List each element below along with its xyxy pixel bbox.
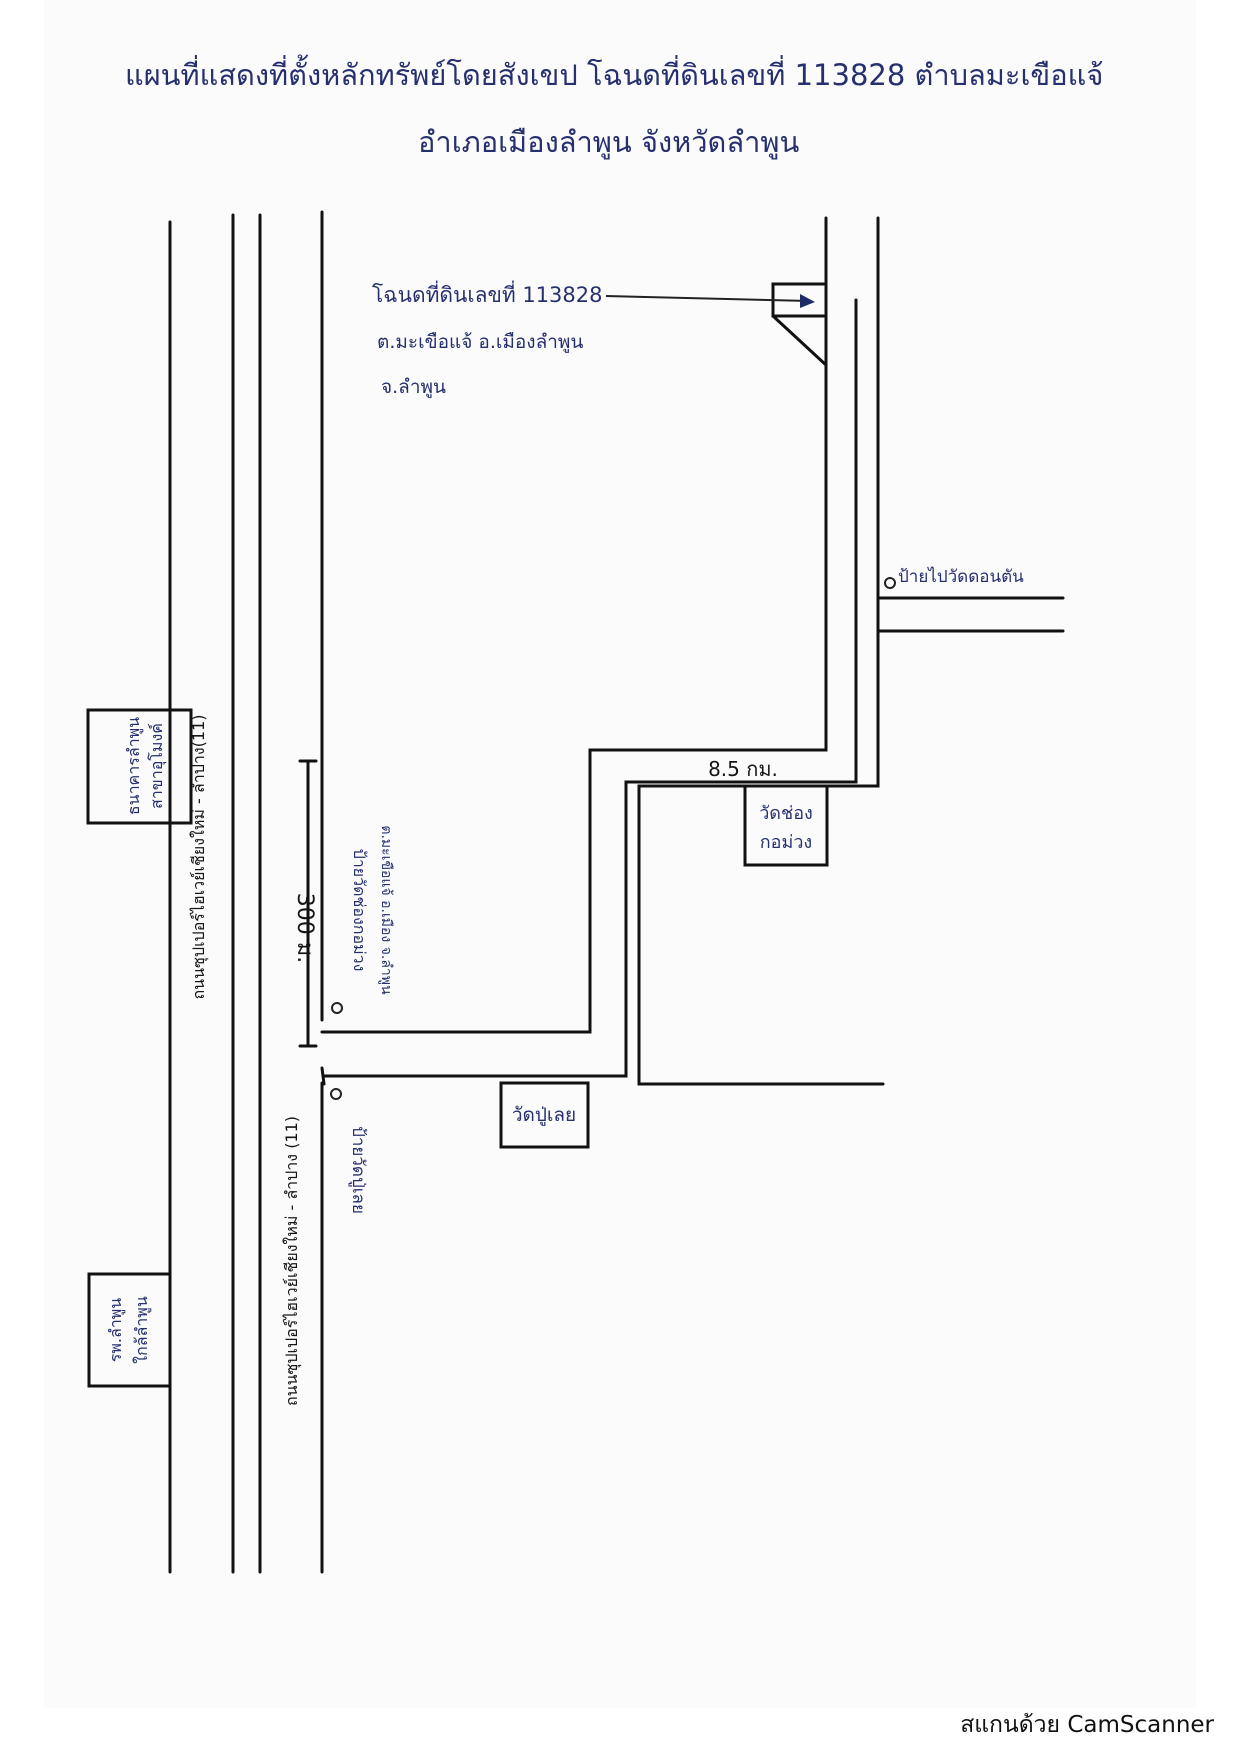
wat-pu-loei-box: วัดปู่เลย	[499, 1081, 590, 1149]
parcel-label-line3: จ.ลำพูน	[381, 376, 446, 398]
east-road-name: ถนนซุปเปอร์ไฮเวย์เชียงใหม่ - ลำปาง (11)	[282, 1116, 302, 1406]
map-title: แผนที่แสดงที่ตั้งหลักทรัพย์โดยสังเขป โฉน…	[125, 54, 1103, 92]
map-sheet	[44, 0, 1196, 1708]
bank-label-line2: สาขาอุโมงค์	[147, 723, 167, 809]
wat-pu-loei-label: วัดปู่เลย	[512, 1104, 576, 1126]
bank-label: ธนาคารลำพูน	[124, 717, 144, 815]
wat-pu-loei-sign: ป้ายวัดปู่เลย	[348, 1126, 368, 1214]
wat-chong-sign: ป้ายวัดช่องกอม่วง	[350, 849, 369, 972]
distance-85km-label: 8.5 กม.	[708, 757, 778, 781]
bank-box: ธนาคารลำพูน สาขาอุโมงค์	[86, 708, 193, 825]
map-subtitle: อำเภอเมืองลำพูน จังหวัดลำพูน	[418, 125, 800, 160]
wat-chong-label: วัดช่อง	[759, 803, 813, 824]
hospital-label: รพ.ลำพูน	[106, 1298, 126, 1363]
west-road-name: ถนนซุปเปอร์ไฮเวย์เชียงใหม่ - ลำปาง(11)	[189, 715, 209, 1000]
sign-markers	[330, 577, 896, 1100]
wat-don-sign: ป้ายไปวัดดอนตัน	[898, 566, 1024, 587]
parcel-label-line2: ต.มะเขือแจ้ อ.เมืองลำพูน	[377, 331, 583, 353]
distance-300m: 300 ม.	[292, 759, 318, 1048]
distance-300m-label: 300 ม.	[292, 893, 317, 963]
scanner-watermark: สแกนด้วย CamScanner	[960, 1712, 1214, 1738]
parcel-label: โฉนดที่ดินเลขที่ 113828 ต.มะเขือแจ้ อ.เม…	[372, 280, 603, 398]
hospital-box: รพ.ลำพูน ใกล้ลำพูน	[87, 1272, 172, 1388]
wat-chong-box: วัดช่อง กอม่วง	[743, 784, 829, 867]
hospital-label-line2: ใกล้ลำพูน	[132, 1296, 152, 1364]
wat-chong-label-line2: กอม่วง	[760, 832, 812, 853]
parcel-113828	[605, 282, 828, 367]
parcel-label-line1: โฉนดที่ดินเลขที่ 113828	[372, 280, 603, 307]
wat-chong-sign-line2: ต.มะเขือแจ้ อ.เมือง จ.ลำพูน	[378, 825, 394, 995]
